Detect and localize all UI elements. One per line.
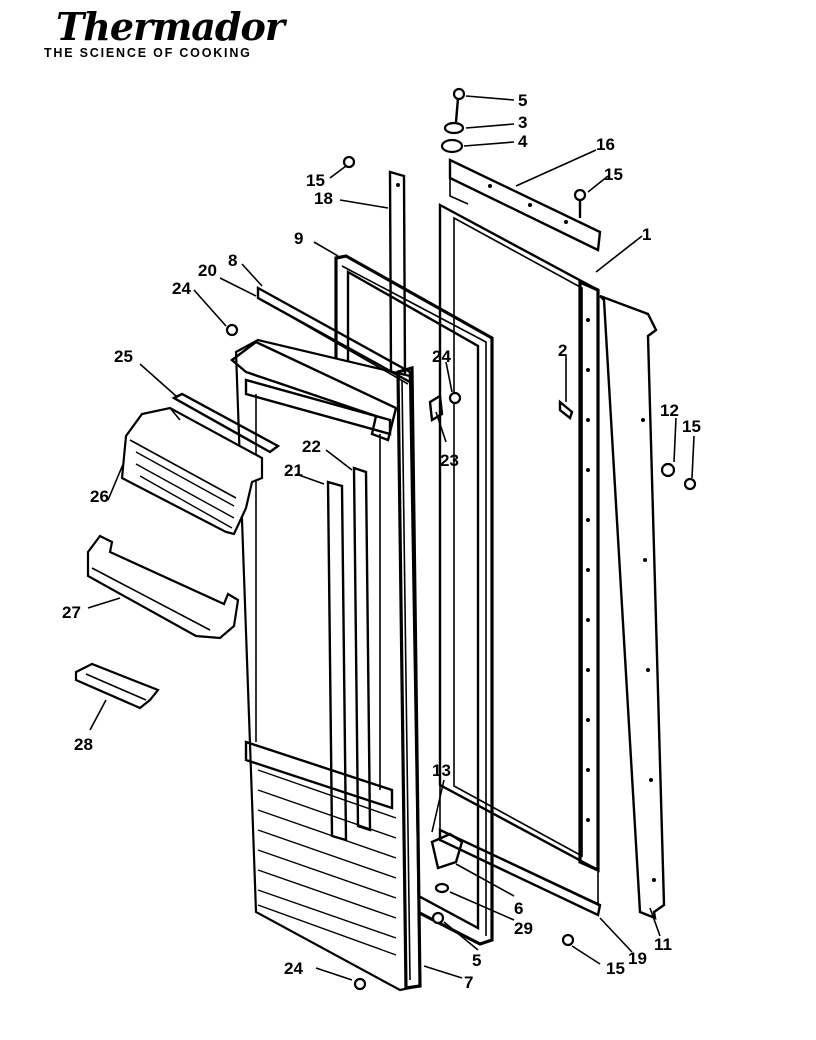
callout-25: 25 <box>114 347 133 366</box>
leader-lines <box>87 95 695 981</box>
callout-22: 22 <box>302 437 321 456</box>
callout-5-bottom: 5 <box>472 951 481 970</box>
callout-24-mid: 24 <box>432 347 451 366</box>
part-26-dairy-cover <box>120 406 264 536</box>
callout-15-right: 15 <box>604 165 623 184</box>
callout-6: 6 <box>514 899 523 918</box>
callout-24-upper: 24 <box>172 279 191 298</box>
callout-9: 9 <box>294 229 303 248</box>
callout-12: 12 <box>660 401 679 420</box>
outer-door-panel <box>230 285 422 992</box>
part-21-22-rails <box>326 466 372 842</box>
callout-15-far-right: 15 <box>682 417 701 436</box>
thermador-logo: Thermador <box>56 4 285 49</box>
callout-8: 8 <box>228 251 237 270</box>
callout-4: 4 <box>518 132 528 151</box>
hardware-screws <box>225 87 697 991</box>
callout-28: 28 <box>74 735 93 754</box>
callout-7: 7 <box>464 973 473 992</box>
callout-11: 11 <box>654 935 672 954</box>
callout-labels: 5 3 4 16 15 15 18 1 9 8 20 24 2 24 25 12… <box>62 91 701 992</box>
part-1-liner <box>438 202 600 907</box>
callout-18: 18 <box>314 189 333 208</box>
callout-16: 16 <box>596 135 615 154</box>
callout-27: 27 <box>62 603 81 622</box>
brand-tagline: THE SCIENCE OF COOKING <box>44 46 252 60</box>
part-11-panel <box>599 294 666 920</box>
callout-13: 13 <box>432 761 451 780</box>
callout-3: 3 <box>518 113 527 132</box>
callout-2: 2 <box>558 341 567 360</box>
part-19-bottom-bracket <box>438 828 602 917</box>
callout-24-bottom: 24 <box>284 959 303 978</box>
part-16-hinge-bracket <box>448 158 602 252</box>
callout-26: 26 <box>90 487 109 506</box>
callout-19: 19 <box>628 949 647 968</box>
callout-23: 23 <box>440 451 459 470</box>
part-28-tray <box>74 662 160 710</box>
part-27-door-bin <box>86 534 240 640</box>
callout-29: 29 <box>514 919 533 938</box>
callout-15-left: 15 <box>306 171 325 190</box>
part-25-shelf-strip <box>171 392 281 454</box>
callout-21: 21 <box>284 461 303 480</box>
callout-15-bottom: 15 <box>606 959 625 978</box>
callout-20: 20 <box>198 261 217 280</box>
callout-5-top: 5 <box>518 91 527 110</box>
callout-1: 1 <box>642 225 651 244</box>
